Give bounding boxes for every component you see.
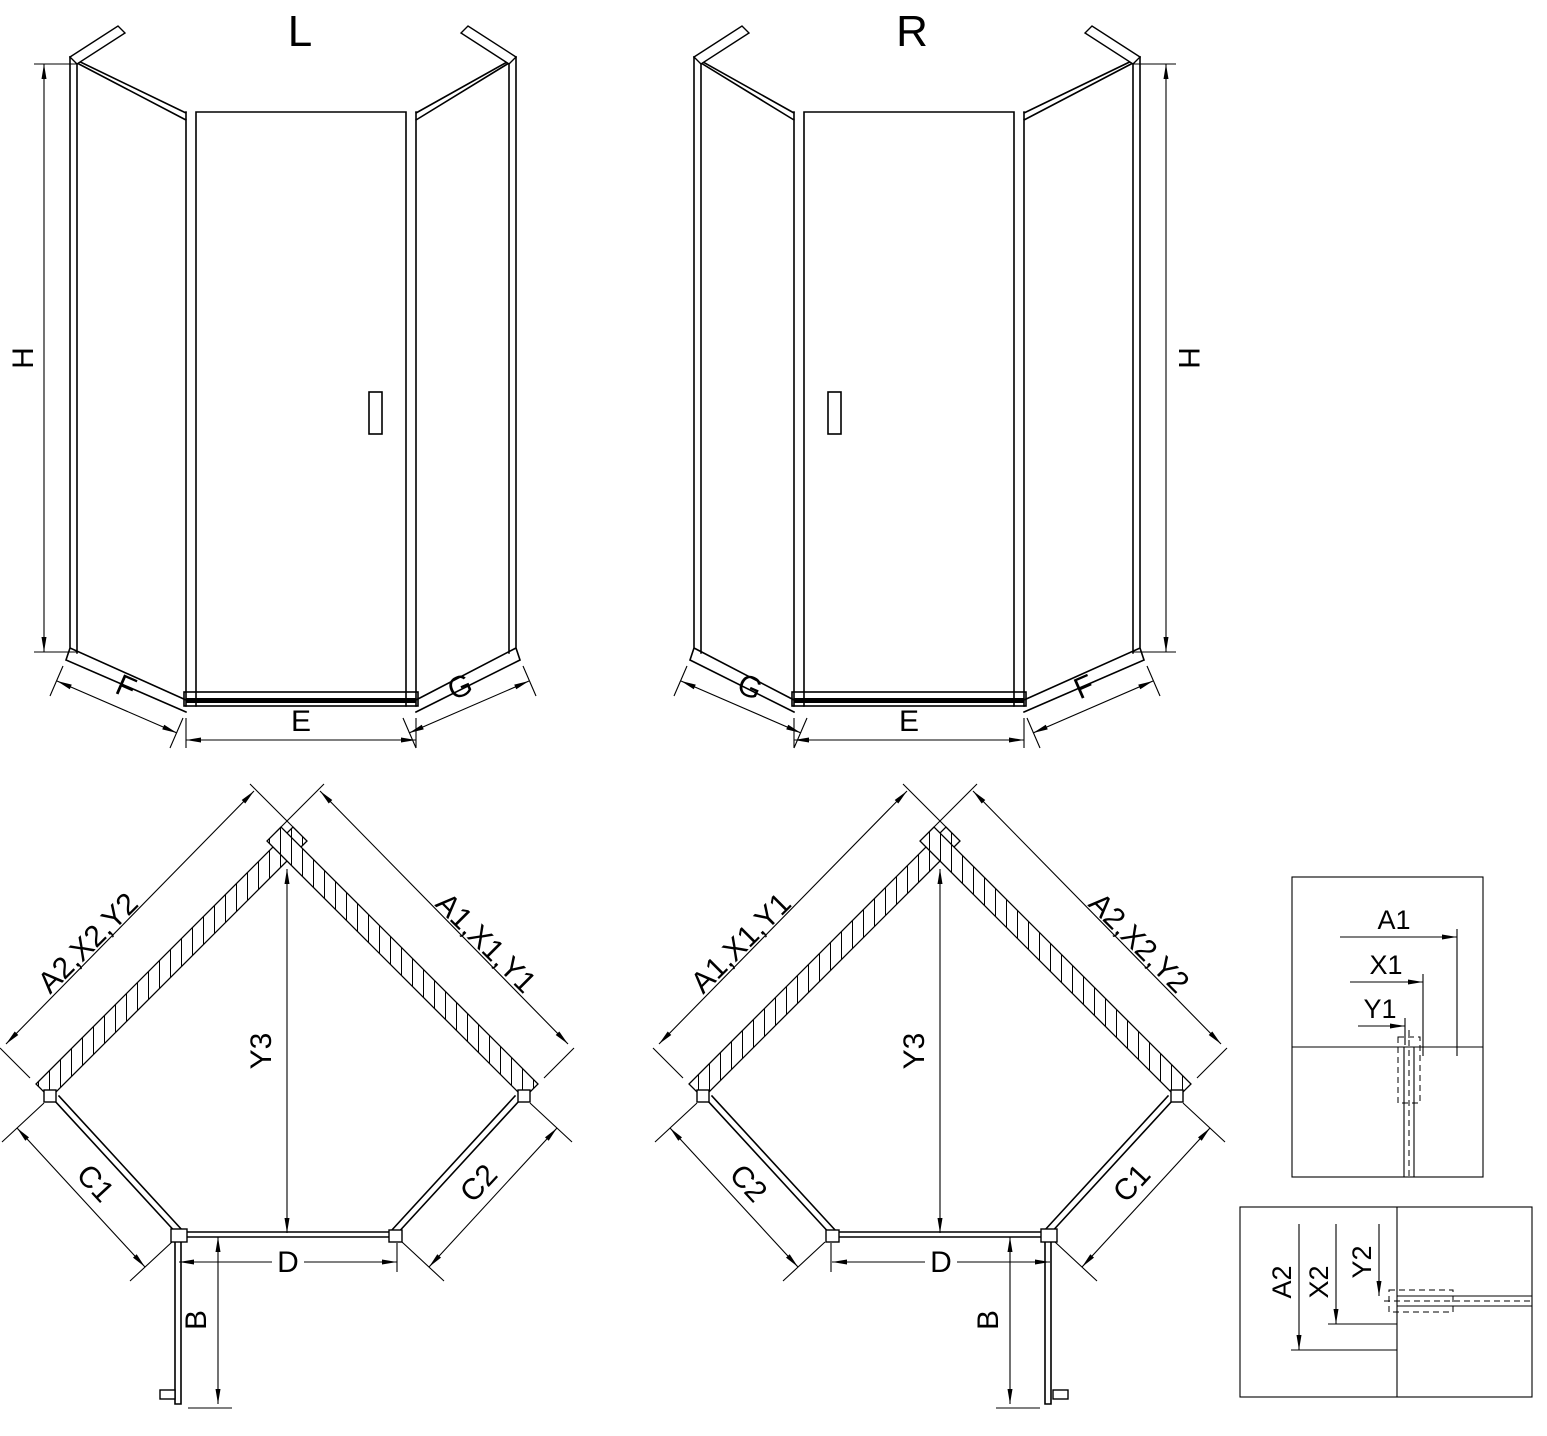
dim-label-x2: X2	[1304, 1265, 1334, 1298]
wall-and-profile	[1396, 1207, 1532, 1397]
corner-profile-icon	[43, 1089, 57, 1103]
dim-label-y3: Y3	[245, 1033, 278, 1070]
dim-line-c1	[1081, 1127, 1211, 1268]
witness-lines	[0, 783, 575, 1409]
latch-profile-icon	[825, 1229, 840, 1243]
dim-line-wall-right	[319, 790, 569, 1045]
detail-inset-top: A1 X1 Y1	[1291, 876, 1484, 1178]
dim-label-e: E	[291, 705, 311, 738]
dim-label-wall-left: A1,X1,Y1	[685, 887, 798, 1000]
enclosure-structure-right	[688, 55, 1146, 714]
witness-lines	[34, 63, 537, 749]
door-handle	[827, 391, 842, 435]
elevation-right-view: R H G E F	[673, 7, 1205, 749]
witness-lines	[1404, 929, 1458, 1056]
plan-left-view: A2,X2,Y2 A1,X1,Y1 Y3 C1 C2 D B	[0, 783, 575, 1409]
dim-label-d: D	[277, 1246, 299, 1279]
door-handle-plan-icon	[159, 1389, 176, 1400]
view-label-right: R	[896, 7, 928, 56]
door-handle	[368, 391, 383, 435]
dim-label-g: G	[733, 668, 768, 708]
corner-profile-icon	[517, 1089, 531, 1103]
dim-label-a1: A1	[1377, 905, 1410, 935]
detail-inset-bottom: A2 X2 Y2	[1239, 1206, 1533, 1398]
profile-dashed-outline	[1397, 1030, 1421, 1177]
detail-border	[1291, 876, 1484, 1178]
dim-label-y2: Y2	[1347, 1245, 1377, 1278]
plan-right-view: A1,X1,Y1 A2,X2,Y2 Y3 C2 C1 D B	[652, 783, 1228, 1409]
dim-label-c2: C2	[454, 1158, 504, 1209]
dim-label-h: H	[1172, 347, 1205, 369]
dim-label-y3: Y3	[898, 1033, 931, 1070]
wall-profile-brackets-icon	[692, 25, 1142, 65]
dim-line-g	[408, 680, 530, 734]
threshold-bar	[794, 698, 1024, 703]
dim-line-c2	[428, 1127, 558, 1268]
wall-profile-brackets-icon	[68, 25, 518, 65]
dim-label-c2: C2	[723, 1158, 773, 1209]
dim-line-c1	[16, 1127, 146, 1268]
dim-label-wall-right: A1,X1,Y1	[429, 887, 542, 1000]
dim-label-f: F	[1069, 669, 1099, 707]
door-handle-plan-icon	[1052, 1389, 1069, 1400]
dim-label-g: G	[443, 668, 478, 708]
hinge-profile-icon	[1040, 1228, 1058, 1243]
hinge-profile-icon	[170, 1228, 188, 1243]
corner-profile-icon	[1170, 1089, 1184, 1103]
dim-label-a2: A2	[1267, 1265, 1297, 1298]
dim-label-wall-right: A2,X2,Y2	[1082, 887, 1195, 1000]
dim-label-x1: X1	[1369, 950, 1402, 980]
dim-label-y1: Y1	[1363, 994, 1396, 1024]
latch-profile-icon	[388, 1229, 403, 1243]
detail-border	[1239, 1206, 1533, 1398]
dim-label-b: B	[180, 1310, 213, 1330]
threshold-bar	[186, 698, 416, 703]
dim-line-wall-right	[972, 790, 1222, 1045]
dim-label-wall-left: A2,X2,Y2	[32, 887, 145, 1000]
dim-line-wall-left	[658, 790, 908, 1045]
view-label-left: L	[288, 7, 312, 56]
dim-line-c2	[669, 1127, 799, 1268]
dim-label-e: E	[899, 705, 919, 738]
witness-lines	[673, 63, 1176, 749]
dim-label-b: B	[972, 1310, 1005, 1330]
elevation-left-view: L H F E G	[7, 7, 537, 749]
witness-lines	[1291, 1323, 1397, 1351]
dim-label-h: H	[7, 347, 40, 369]
dim-label-f: F	[111, 669, 141, 707]
dim-line-g	[680, 680, 802, 734]
dim-label-c1: C1	[1107, 1158, 1157, 1209]
witness-lines	[652, 783, 1228, 1409]
dim-line-f	[1032, 680, 1154, 734]
dim-label-c1: C1	[70, 1158, 120, 1209]
profile-dashed-outline	[1384, 1289, 1532, 1313]
wall-and-profile	[1292, 1046, 1483, 1177]
dim-label-d: D	[930, 1246, 952, 1279]
dim-line-f	[56, 680, 178, 734]
corner-profile-icon	[696, 1089, 710, 1103]
enclosure-structure-left	[64, 55, 522, 714]
dim-line-wall-left	[5, 790, 255, 1045]
